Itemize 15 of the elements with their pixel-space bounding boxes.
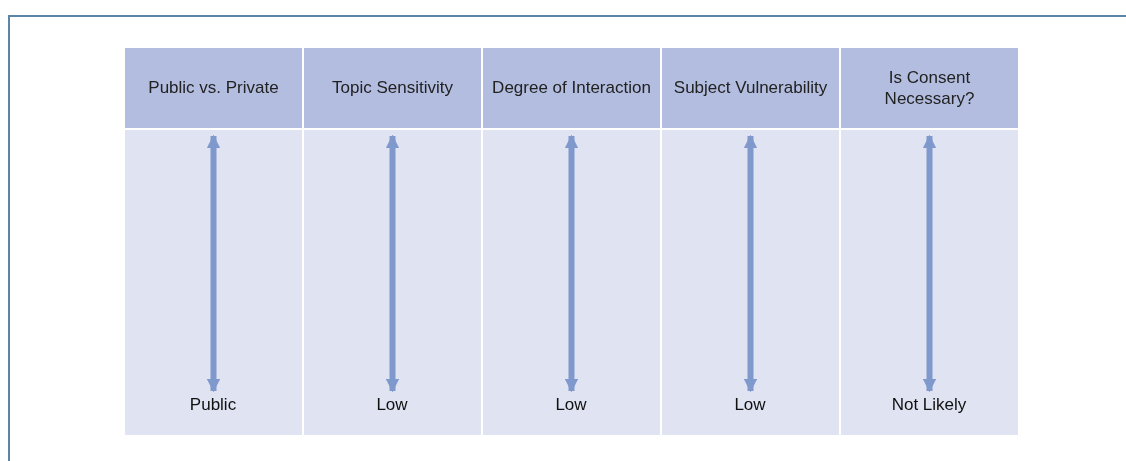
double-arrow (206, 134, 221, 393)
double-arrow (922, 134, 937, 393)
double-arrow (385, 134, 400, 393)
double-arrow (564, 134, 579, 393)
scale-end-label: Low (555, 395, 587, 415)
double-arrow (743, 134, 758, 393)
column-header: Topic Sensitivity (304, 48, 481, 128)
column-header: Degree of Interaction (483, 48, 660, 128)
scale-end-label: Not Likely (891, 395, 967, 415)
scale-end-label: Low (376, 395, 408, 415)
column-header: Is Consent Necessary? (841, 48, 1018, 128)
scale-end-label: Low (734, 395, 766, 415)
column-header: Subject Vulnerability (662, 48, 839, 128)
column-header: Public vs. Private (125, 48, 302, 128)
scale-end-label: Public (189, 395, 237, 415)
